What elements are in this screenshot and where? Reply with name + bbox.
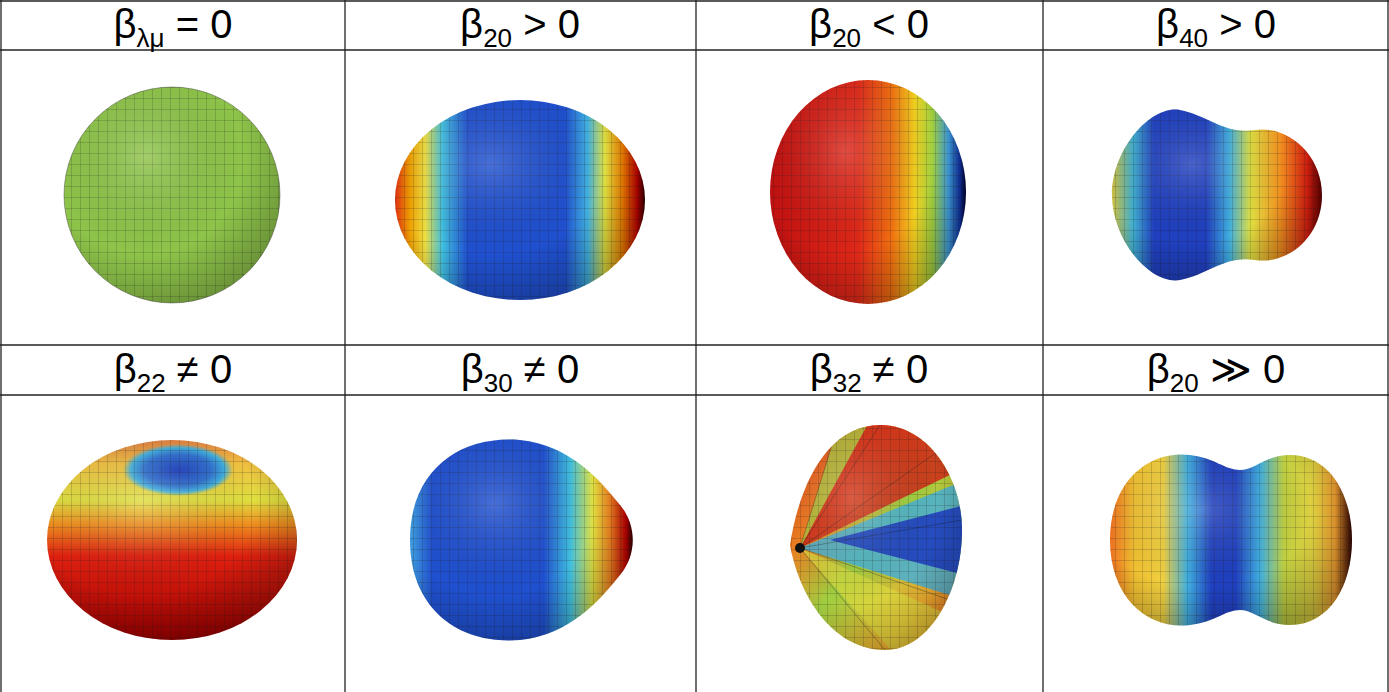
pear-shape: [410, 440, 633, 641]
triangular-shape: [780, 420, 970, 660]
column-header: β22 ≠ 0: [114, 346, 232, 397]
sphere-shape: [64, 87, 280, 303]
column-header: β20 > 0: [460, 1, 580, 52]
column-header: β30 ≠ 0: [461, 346, 579, 397]
column-header: β40 > 0: [1156, 1, 1276, 52]
triaxial-shape: [47, 440, 297, 640]
column-header: β20 ≫ 0: [1147, 346, 1285, 397]
column-header: β20 < 0: [809, 1, 929, 52]
column-header: βλμ = 0: [114, 1, 233, 52]
column-header: β32 ≠ 0: [810, 346, 928, 397]
peanut-shape: [1110, 454, 1352, 625]
oblate-shape: [770, 80, 966, 304]
hexadecapole-shape: [1112, 110, 1322, 281]
prolate-shape: [395, 100, 645, 300]
